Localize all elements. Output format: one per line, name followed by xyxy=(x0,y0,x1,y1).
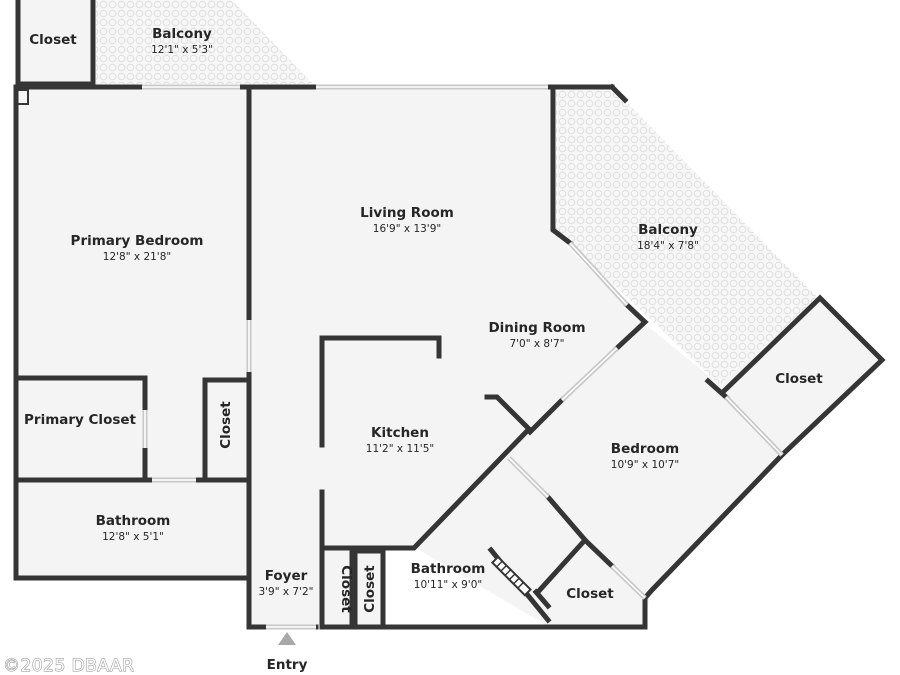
entry-label: Entry xyxy=(267,657,308,673)
room-name-closet-right: Closet xyxy=(775,371,823,387)
floor-balcony-top xyxy=(96,0,313,84)
room-name-closet-vertical: Closet xyxy=(218,401,234,449)
opening-line xyxy=(508,457,549,498)
room-name-dining-room: Dining Room xyxy=(488,320,585,336)
room-name-balcony-right: Balcony xyxy=(638,222,698,238)
room-name-closet-top: Closet xyxy=(29,32,77,48)
wall-post xyxy=(16,89,29,105)
floor-closet-top xyxy=(18,0,93,84)
windows xyxy=(142,84,784,630)
floor-closet-right xyxy=(720,298,882,455)
wall xyxy=(202,377,249,481)
wall xyxy=(15,375,148,413)
room-name-primary-closet: Primary Closet xyxy=(24,412,137,428)
stair-icon xyxy=(490,555,532,597)
room-dims-balcony-right: 18'4" x 7'8" xyxy=(637,240,699,252)
wall xyxy=(352,548,386,630)
walls xyxy=(13,0,886,630)
room-name-bedroom: Bedroom xyxy=(611,441,679,457)
room-name-kitchen: Kitchen xyxy=(371,425,429,441)
opening-line xyxy=(611,565,646,599)
room-dims-balcony-top: 12'1" x 5'3" xyxy=(151,44,213,56)
room-dims-dining-room: 7'0" x 8'7" xyxy=(509,338,564,350)
room-dims-bathroom-primary: 12'8" x 5'1" xyxy=(102,531,164,543)
room-dims-bedroom: 10'9" x 10'7" xyxy=(611,459,679,471)
wall xyxy=(526,396,566,436)
room-name-foyer: Foyer xyxy=(265,568,308,584)
room-dims-primary-bedroom: 12'8" x 21'8" xyxy=(103,251,171,263)
room-name-closet-bottom: Closet xyxy=(566,586,614,602)
wall xyxy=(319,335,442,448)
wall xyxy=(642,451,786,628)
floor-balcony-right xyxy=(556,87,818,385)
opening-line xyxy=(561,347,618,401)
window-line xyxy=(725,396,783,456)
room-name-closet-foyer-1: Closet xyxy=(338,565,354,613)
wall xyxy=(704,377,730,401)
wall xyxy=(720,294,886,459)
entry-arrow-icon xyxy=(278,632,296,645)
room-name-bathroom-second: Bathroom xyxy=(411,561,486,577)
wall xyxy=(613,301,649,352)
floor-living-kitchen xyxy=(250,87,640,625)
floor-primary-wing xyxy=(18,87,248,578)
wall xyxy=(13,84,251,581)
wall xyxy=(582,537,616,570)
room-name-balcony-top: Balcony xyxy=(152,26,212,42)
room-dims-bathroom-second: 10'11" x 9'0" xyxy=(414,579,482,591)
room-dims-living-room: 16'9" x 13'9" xyxy=(373,223,441,235)
wall xyxy=(484,394,532,432)
copyright-watermark: ©2025 DBAAR xyxy=(3,656,134,675)
room-dims-kitchen: 11'2" x 11'5" xyxy=(366,443,434,455)
window-line xyxy=(569,242,628,306)
wall xyxy=(532,588,552,610)
room-name-closet-foyer-2: Closet xyxy=(362,565,378,613)
room-labels: Closet Balcony 12'1" x 5'3" Living Room … xyxy=(24,26,823,673)
room-name-primary-bedroom: Primary Bedroom xyxy=(71,233,204,249)
floor-fills xyxy=(18,0,882,625)
wall xyxy=(319,426,532,551)
room-name-living-room: Living Room xyxy=(360,205,454,221)
wall xyxy=(608,83,629,104)
room-name-bathroom-primary: Bathroom xyxy=(96,513,171,529)
room-dims-foyer: 3'9" x 7'2" xyxy=(258,586,313,598)
wall xyxy=(550,84,574,247)
